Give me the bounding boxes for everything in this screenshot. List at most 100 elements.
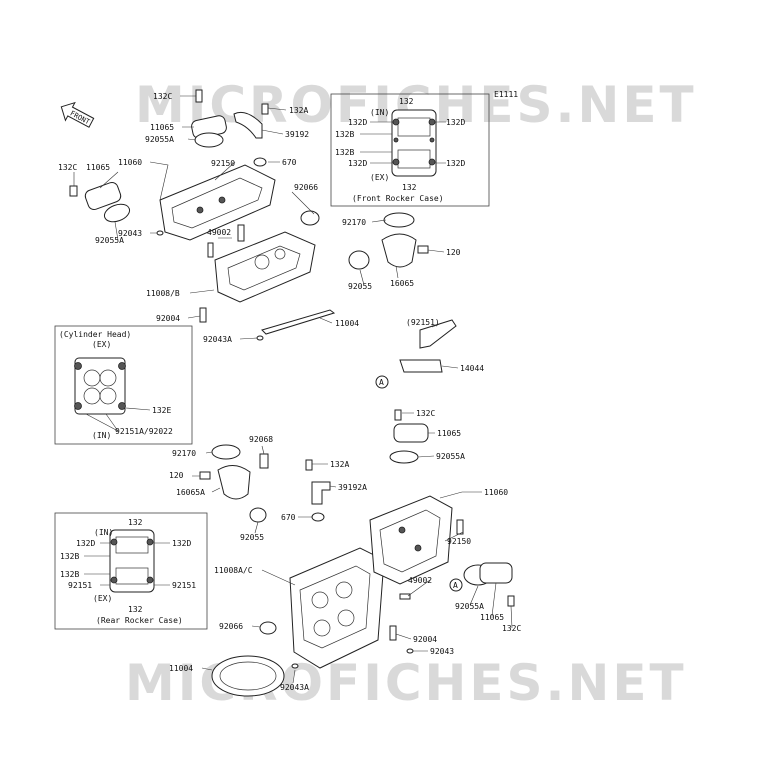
front-rocker-cover (159, 164, 276, 241)
label-49002-mid: 49002 (408, 576, 432, 585)
label-92055-top: 92055 (348, 282, 372, 291)
bolt-49002-2 (207, 242, 214, 258)
oring-92055-top (348, 250, 370, 270)
label-39192A: 39192A (338, 483, 367, 492)
pipe-39192 (233, 111, 263, 139)
label-11060-top: 11060 (118, 158, 142, 167)
cylinder-head-ex: (EX) (92, 340, 111, 349)
front-cylinder-head (214, 231, 316, 303)
label-92068: 92068 (249, 435, 273, 444)
pin-92043A-bot (291, 663, 299, 669)
front-rocker-case-drawing (391, 109, 437, 177)
oring-670-mid (311, 512, 325, 522)
cylinder-head-in: (IN) (92, 431, 111, 440)
gasket-92055A-mid (389, 450, 419, 464)
label-49002-top: 49002 (207, 228, 231, 237)
oring-92055-mid (249, 507, 267, 523)
label-ch-132E: 132E (152, 406, 171, 415)
gasket-11004-bot (211, 655, 285, 697)
front-rocker-ex: (EX) (370, 173, 389, 182)
label-92055A-mid: 92055A (436, 452, 465, 461)
cylinder-head-inset-drawing (74, 357, 126, 415)
label-11065-top: 11065 (150, 123, 174, 132)
label-fr-132D-1: 132D (348, 118, 367, 127)
front-rocker-title: (Front Rocker Case) (352, 194, 444, 203)
bolt-49002-top (237, 224, 245, 242)
label-670-mid: 670 (281, 513, 296, 522)
label-rr-132B-1: 132B (60, 552, 79, 561)
rear-rocker-cover (369, 495, 453, 585)
label-132A-top: 132A (289, 106, 308, 115)
label-39192-top: 39192 (285, 130, 309, 139)
label-rr-132D-2: 132D (172, 539, 191, 548)
bracket-92151 (419, 319, 457, 349)
label-92150-mid: 92150 (447, 537, 471, 546)
ref-a-top-label: A (379, 378, 384, 387)
front-rocker-in: (IN) (370, 108, 389, 117)
label-fr-132D-3: 132D (348, 159, 367, 168)
rear-rocker-title: (Rear Rocker Case) (96, 616, 183, 625)
pipe-39192A (311, 481, 331, 505)
label-92066-top: 92066 (294, 183, 318, 192)
label-11060-mid: 11060 (484, 488, 508, 497)
pin-92043-bot (406, 648, 414, 654)
holder-16065A (217, 465, 251, 500)
label-92151-right: (92151) (406, 318, 440, 327)
bolt-132C-top (195, 89, 203, 103)
label-11008AC: 11008A/C (214, 566, 253, 575)
label-92004-bot: 92004 (413, 635, 437, 644)
label-11065-bot: 11065 (480, 613, 504, 622)
label-92043-bot: 92043 (430, 647, 454, 656)
label-rr-132: 132 (128, 518, 143, 527)
label-rr-92151-1: 92151 (68, 581, 92, 590)
label-16065A: 16065A (176, 488, 205, 497)
label-92043A-bot: 92043A (280, 683, 309, 692)
fitting-92068 (259, 453, 269, 469)
diagram-code: E1111 (494, 90, 518, 99)
bolt-132A-mid (305, 459, 313, 471)
watermark-bottom: MICROFICHES.NET (125, 654, 687, 712)
label-92055A-top: 92055A (145, 135, 174, 144)
stud-92004-bot (389, 625, 397, 641)
rear-rocker-in: (IN) (94, 528, 113, 537)
label-92066-bot: 92066 (219, 622, 243, 631)
label-92004-top: 92004 (156, 314, 180, 323)
label-120-mid: 120 (169, 471, 184, 480)
seal-92066-bot (259, 621, 277, 635)
ref-a-top (375, 375, 389, 389)
label-92043A-top: 92043A (203, 335, 232, 344)
cylinder-head-inset-box (54, 325, 193, 445)
ref-a-mid-label: A (453, 581, 458, 590)
cap-11065-mid (393, 423, 429, 443)
bolt-132C-bot (507, 595, 515, 607)
label-fr-132: 132 (399, 97, 414, 106)
label-11065-mid: 11065 (437, 429, 461, 438)
bolt-92150-mid (456, 519, 464, 535)
rear-cylinder-head (289, 547, 385, 669)
label-11004-bot: 11004 (169, 664, 193, 673)
bolt-120-top (417, 245, 429, 254)
label-92055-mid: 92055 (240, 533, 264, 542)
oring-670-top (253, 157, 267, 167)
clamp-92170-mid (211, 444, 241, 460)
label-132C-left: 132C (58, 163, 77, 172)
bolt-132A-top (261, 103, 269, 115)
label-rr-92151-2: 92151 (172, 581, 196, 590)
rear-rocker-case-drawing (109, 529, 155, 593)
label-11004-top: 11004 (335, 319, 359, 328)
cap-11065-left (84, 181, 122, 211)
clamp-92170-top (383, 212, 415, 228)
label-132C-mid: 132C (416, 409, 435, 418)
label-120-top: 120 (446, 248, 461, 257)
cover-14044 (399, 359, 443, 373)
bolt-120-mid (199, 471, 211, 480)
rear-rocker-ex: (EX) (93, 594, 112, 603)
label-132A-mid: 132A (330, 460, 349, 469)
ref-a-mid (449, 578, 463, 592)
label-11008B: 11008/B (146, 289, 180, 298)
label-rr-132D-1: 132D (76, 539, 95, 548)
pin-92043A-top (256, 335, 264, 341)
label-92043-top: 92043 (118, 229, 142, 238)
rear-rocker-inset-box (54, 512, 208, 630)
cylinder-head-title: (Cylinder Head) (59, 330, 131, 339)
